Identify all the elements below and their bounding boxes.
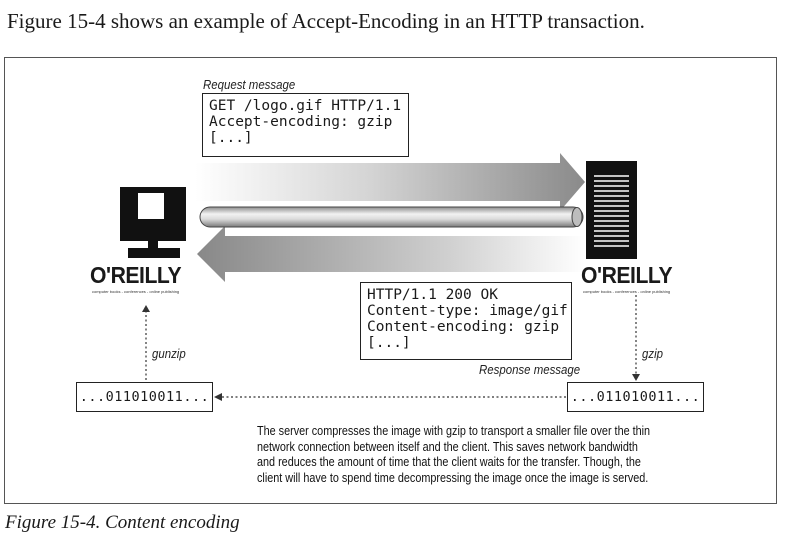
server-logo-tagline: computer books - conferences - online pu… bbox=[583, 289, 671, 294]
server-oreilly-logo: O'REILLY bbox=[581, 262, 673, 288]
transfer-connector bbox=[214, 393, 566, 401]
gunzip-connector bbox=[142, 305, 150, 380]
request-message-box: GET /logo.gif HTTP/1.1 Accept-encoding: … bbox=[202, 93, 409, 157]
client-data-box: ...011010011... bbox=[76, 382, 213, 412]
client-oreilly-logo: O'REILLY bbox=[90, 262, 182, 288]
server-data-box: ...011010011... bbox=[567, 382, 704, 412]
gzip-label: gzip bbox=[642, 346, 663, 361]
response-line: HTTP/1.1 200 OK bbox=[367, 287, 498, 303]
request-line: [...] bbox=[209, 130, 253, 146]
figure-caption: Figure 15-4. Content encoding bbox=[5, 512, 240, 533]
network-pipe bbox=[199, 206, 584, 228]
description-line: The server compresses the image with gzi… bbox=[257, 424, 651, 438]
request-line: Accept-encoding: gzip bbox=[209, 114, 393, 130]
request-line: GET /logo.gif HTTP/1.1 bbox=[209, 98, 402, 114]
response-message-box: HTTP/1.1 200 OK Content-type: image/gif … bbox=[360, 282, 572, 360]
description-line: and reduces the amount of time that the … bbox=[257, 455, 641, 469]
description-line: client will have to spend time decompres… bbox=[257, 470, 649, 485]
response-line: [...] bbox=[367, 335, 411, 351]
gzip-connector bbox=[632, 295, 640, 381]
request-message-label: Request message bbox=[203, 77, 296, 92]
server-icon bbox=[586, 161, 637, 259]
response-arrow bbox=[197, 226, 585, 282]
response-line: Content-type: image/gif bbox=[367, 303, 568, 319]
figure-frame bbox=[4, 57, 777, 504]
response-line: Content-encoding: gzip bbox=[367, 319, 560, 335]
description-line: network connection between itself and th… bbox=[257, 439, 638, 454]
gunzip-label: gunzip bbox=[152, 346, 186, 361]
diagram-description: The server compresses the image with gzi… bbox=[257, 424, 661, 486]
computer-icon bbox=[120, 187, 186, 258]
client-logo-tagline: computer books - conferences - online pu… bbox=[92, 289, 180, 294]
request-arrow bbox=[195, 153, 585, 211]
intro-text: Figure 15-4 shows an example of Accept-E… bbox=[7, 9, 645, 33]
response-message-label: Response message bbox=[479, 362, 581, 377]
